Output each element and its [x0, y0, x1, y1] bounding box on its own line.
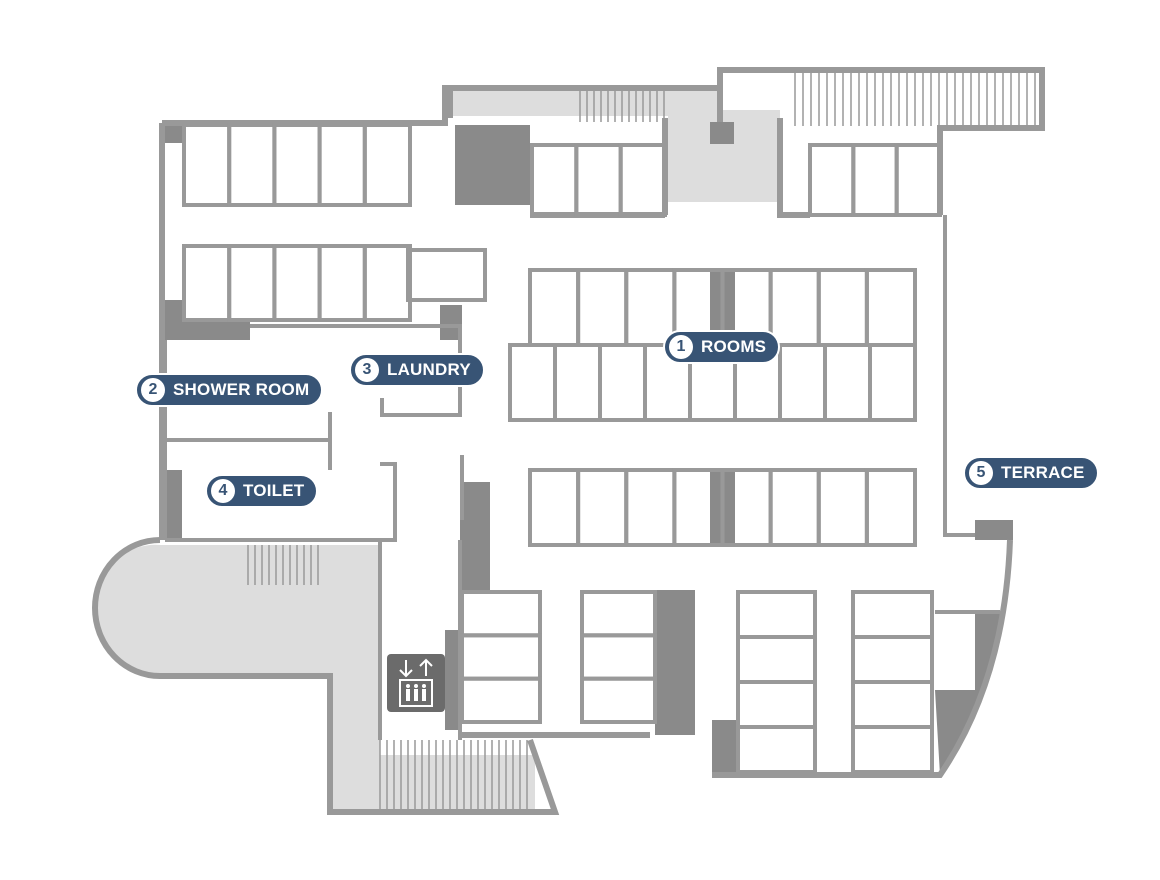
room-cell: [736, 680, 817, 729]
room-cell: [272, 123, 322, 207]
label-text: LAUNDRY: [387, 360, 471, 379]
dark-areas: [162, 122, 1013, 775]
room-cell: [460, 676, 542, 725]
room-cell: [894, 143, 943, 217]
room-cells: [182, 123, 943, 774]
room-cell: [868, 343, 917, 422]
room-cell: [864, 468, 917, 547]
room-cell: [460, 590, 542, 638]
room-cell: [580, 590, 657, 638]
room-cell: [317, 123, 367, 207]
room-cell: [618, 143, 668, 217]
room-cell: [851, 725, 934, 774]
room-cell: [508, 343, 557, 422]
room-cell: [816, 468, 869, 547]
room-cell: [624, 268, 677, 347]
label-number: 5: [969, 461, 993, 485]
room-cell: [317, 244, 367, 322]
room-cell: [580, 676, 657, 725]
room-cell: [272, 244, 322, 322]
room-cell: [553, 343, 602, 422]
interior-walls: [163, 215, 1000, 740]
elevator-icon: [387, 654, 445, 712]
room-cell: [851, 680, 934, 729]
outer-walls: [92, 67, 1045, 815]
label-shower-room[interactable]: 2 SHOWER ROOM: [135, 373, 324, 407]
label-text: SHOWER ROOM: [173, 380, 310, 399]
room-cell: [736, 635, 817, 684]
room-cell: [528, 468, 581, 547]
room-cell: [864, 268, 917, 347]
room-cell: [736, 590, 817, 639]
room-cell: [598, 343, 647, 422]
room-cell: [823, 343, 872, 422]
label-rooms[interactable]: 1 ROOMS: [663, 330, 781, 364]
label-laundry[interactable]: 3 LAUNDRY: [349, 353, 485, 387]
room-cell: [227, 244, 277, 322]
light-areas: [94, 88, 780, 810]
room-cell: [736, 725, 817, 774]
room-cell: [227, 123, 277, 207]
label-text: TOILET: [243, 481, 305, 500]
room-cell: [816, 268, 869, 347]
room-cell: [778, 343, 827, 422]
room-cell: [528, 268, 581, 347]
room-cell: [851, 590, 934, 639]
label-number: 4: [211, 479, 235, 503]
label-number: 3: [355, 358, 379, 382]
room-cell: [808, 143, 856, 217]
room-cell: [362, 244, 412, 322]
room-cell: [182, 123, 232, 207]
label-text: TERRACE: [1001, 463, 1085, 482]
label-terrace[interactable]: 5 TERRACE: [963, 456, 1099, 490]
room-cell: [362, 123, 412, 207]
room-cell: [574, 143, 623, 217]
label-toilet[interactable]: 4 TOILET: [205, 474, 319, 508]
room-cell: [530, 143, 579, 217]
label-number: 1: [669, 335, 693, 359]
room-cell: [768, 268, 821, 347]
room-cell: [768, 468, 821, 547]
stair-lines: [247, 72, 1036, 810]
room-cell: [576, 268, 629, 347]
room-cell: [460, 633, 542, 681]
room-cell: [624, 468, 677, 547]
room-cell: [580, 633, 657, 681]
room-cell: [851, 143, 899, 217]
label-number: 2: [141, 378, 165, 402]
label-text: ROOMS: [701, 337, 767, 356]
room-cell: [851, 635, 934, 684]
room-cell: [576, 468, 629, 547]
room-cell: [182, 244, 232, 322]
